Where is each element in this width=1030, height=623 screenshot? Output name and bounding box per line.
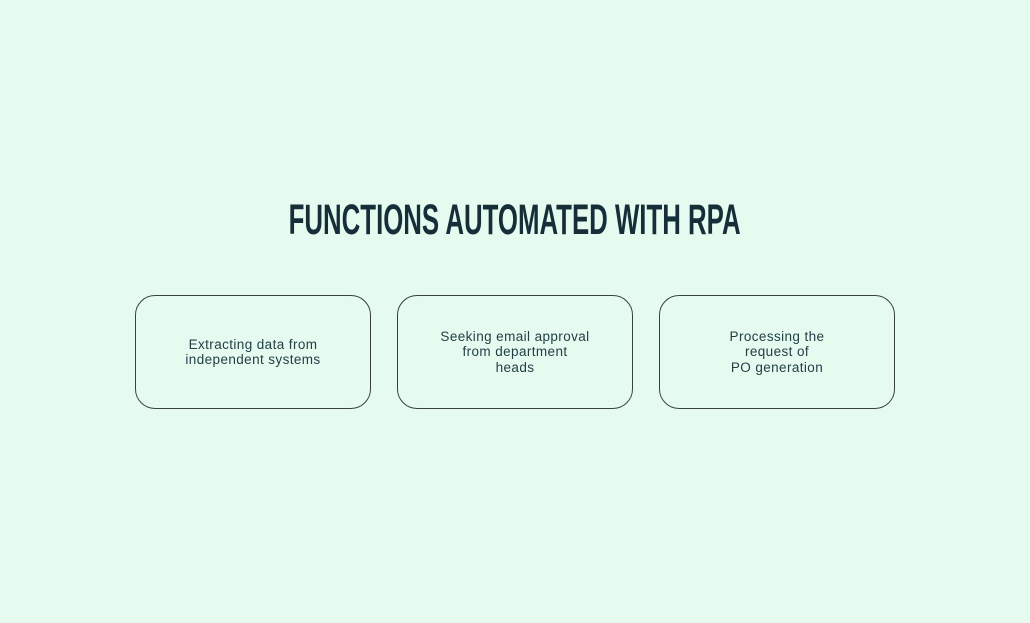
card-email-approval-label: Seeking email approval from department h… [440, 328, 590, 375]
card-extracting-data-label: Extracting data from independent systems [185, 336, 321, 368]
card-extracting-data: Extracting data from independent systems [135, 295, 371, 409]
card-po-generation-label: Processing the request of PO generation [729, 328, 825, 375]
page-title: FUNCTIONS AUTOMATED WITH RPA [289, 196, 741, 244]
page-title-container: FUNCTIONS AUTOMATED WITH RPA [0, 198, 1030, 242]
card-po-generation: Processing the request of PO generation [659, 295, 895, 409]
cards-row: Extracting data from independent systems… [0, 295, 1030, 409]
card-email-approval: Seeking email approval from department h… [397, 295, 633, 409]
